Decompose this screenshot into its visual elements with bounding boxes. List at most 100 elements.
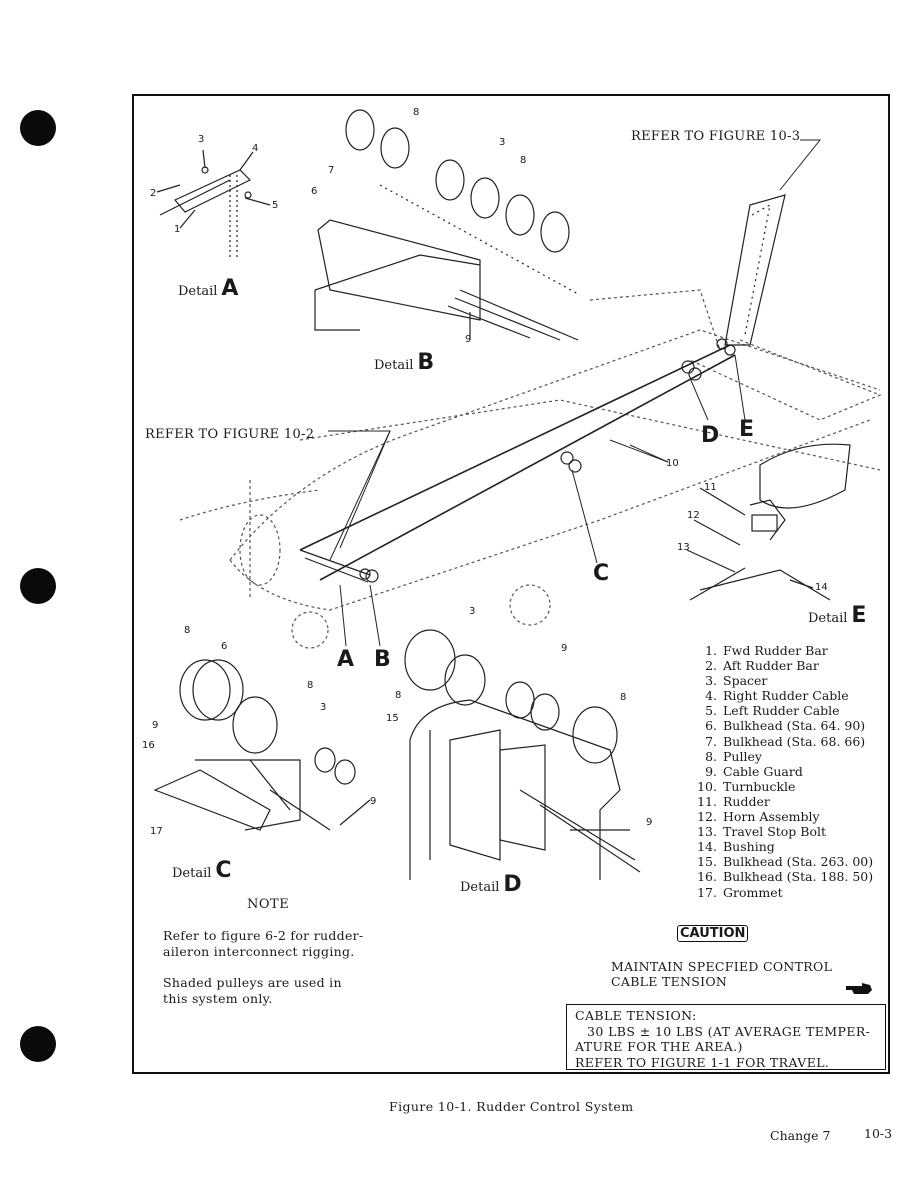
callout-letter-b: B (374, 647, 391, 672)
callout-number: 9 (370, 796, 377, 807)
detail-d-drawing (404, 629, 641, 880)
legend-number: 16. (697, 869, 717, 885)
legend-item: 16. Bulkhead (Sta. 188. 50) (693, 869, 873, 884)
callout-number: 12 (687, 510, 700, 521)
rudder-cables (299, 344, 736, 581)
page-number: 10-3 (864, 1126, 893, 1141)
legend-number: 1. (705, 643, 717, 658)
detail-e-word: Detail (808, 611, 848, 626)
legend-item: 10. Turnbuckle (693, 779, 873, 794)
legend-item: 8.Pulley (693, 749, 873, 764)
legend-number: 5. (705, 703, 717, 719)
refer-figure-10-2: REFER TO FIGURE 10-2 (145, 427, 315, 442)
legend-number: 11. (697, 793, 717, 809)
detail-a-letter: A (221, 276, 239, 301)
callout-number: 2 (150, 188, 157, 199)
detail-d-letter: D (503, 872, 522, 897)
legend-label: Bulkhead (Sta. 188. 50) (723, 869, 874, 885)
rudder-bars (299, 549, 371, 583)
tension-line: 30 LBS ± 10 LBS (AT AVERAGE TEMPER- (587, 1023, 871, 1039)
callout-number: 8 (184, 625, 191, 636)
legend-number: 14. (697, 839, 717, 855)
callout-number: 6 (311, 186, 318, 197)
legend-item: 1.Fwd Rudder Bar (693, 643, 873, 658)
callout-number: 7 (328, 165, 335, 176)
note-title: NOTE (247, 897, 290, 912)
callout-number: 8 (395, 690, 402, 701)
callout-number: 3 (320, 702, 327, 713)
binder-hole-2 (20, 568, 56, 604)
detail-c-word: Detail (172, 866, 212, 881)
legend-label: Grommet (723, 884, 783, 900)
callout-number: 8 (413, 107, 420, 118)
callout-number: 14 (815, 582, 828, 593)
legend-label: Bulkhead (Sta. 64. 90) (723, 718, 866, 734)
callout-number: 9 (465, 334, 472, 345)
legend-number: 10. (697, 778, 717, 794)
legend-number: 6. (705, 718, 717, 734)
caution-line: MAINTAIN SPECFIED CONTROL (611, 959, 833, 974)
legend-item: 6. Bulkhead (Sta. 64. 90) (693, 718, 873, 733)
callout-number: 9 (646, 817, 653, 828)
callout-number: 13 (677, 542, 690, 553)
callout-number: 4 (252, 143, 259, 154)
cable-pulleys (359, 338, 736, 583)
detail-d-word: Detail (460, 880, 500, 895)
legend-number: 2. (705, 658, 717, 674)
callout-number: 15 (386, 713, 399, 724)
binder-hole-3 (20, 1026, 56, 1062)
legend-number: 8. (705, 748, 717, 764)
note-line: aileron interconnect rigging. (163, 944, 355, 959)
legend-item: 17. Grommet (693, 885, 873, 900)
legend-label: Aft Rudder Bar (723, 658, 819, 674)
legend-label: Right Rudder Cable (723, 688, 849, 704)
legend-number: 3. (705, 673, 717, 689)
callout-number: 10 (666, 458, 679, 469)
rudder-fin (724, 194, 786, 346)
pointing-hand-icon (846, 983, 872, 994)
note-line: Refer to figure 6-2 for rudder- (163, 928, 364, 943)
legend-item: 12. Horn Assembly (693, 809, 873, 824)
callout-number: 8 (520, 155, 527, 166)
tension-line: ATURE FOR THE AREA.) (575, 1039, 743, 1054)
legend-label: Turnbuckle (723, 778, 796, 794)
legend-number: 12. (697, 809, 717, 825)
callout-number: 11 (704, 482, 717, 493)
legend-item: 2. Aft Rudder Bar (693, 658, 873, 673)
legend-item: 9.Cable Guard (693, 764, 873, 779)
detail-b-drawing (314, 109, 581, 341)
callout-number: 3 (499, 137, 506, 148)
refer-figure-10-3: REFER TO FIGURE 10-3 (631, 129, 801, 144)
legend-label: Bulkhead (Sta. 263. 00) (723, 854, 874, 870)
aircraft-outline (179, 289, 882, 649)
callout-number: 1 (174, 224, 181, 235)
note-line: Shaded pulleys are used in (163, 975, 342, 990)
callout-letter-c: C (593, 561, 610, 586)
legend-number: 13. (697, 824, 717, 840)
callout-number: 5 (272, 200, 279, 211)
legend-label: Rudder (723, 793, 770, 809)
detail-b-word: Detail (374, 358, 414, 373)
legend-number: 7. (705, 733, 717, 749)
legend-label: Spacer (723, 673, 768, 689)
caution-badge: CAUTION (677, 925, 749, 942)
callout-number: 8 (620, 692, 627, 703)
legend-number: 17. (697, 884, 717, 900)
cable-tension-box: CABLE TENSION: 30 LBS ± 10 LBS (AT AVERA… (566, 1004, 886, 1070)
tension-line: REFER TO FIGURE 1-1 FOR TRAVEL. (575, 1054, 830, 1070)
note-line: this system only. (163, 991, 273, 1006)
callout-number: 8 (307, 680, 314, 691)
tension-line: CABLE TENSION: (575, 1008, 697, 1023)
callout-number: 9 (152, 720, 159, 731)
legend-item: 11. Rudder (693, 794, 873, 809)
caution-text: MAINTAIN SPECFIED CONTROL CABLE TENSION (611, 959, 832, 989)
detail-e-letter: E (851, 603, 867, 628)
legend-label: Horn Assembly (723, 809, 820, 825)
figure-caption: Figure 10-1. Rudder Control System (389, 1099, 634, 1114)
legend-number: 9. (705, 763, 717, 779)
